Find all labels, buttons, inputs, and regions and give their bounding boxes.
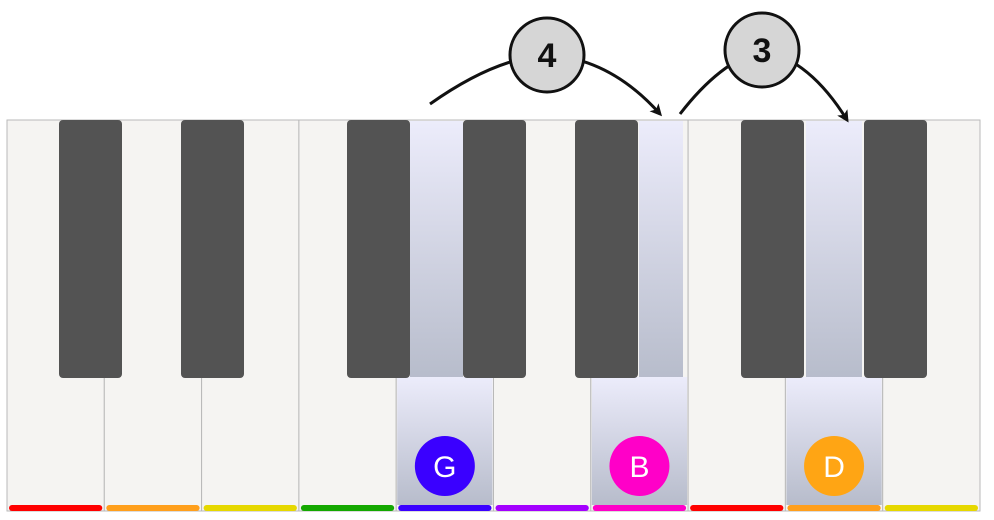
note-marker-d: [804, 436, 865, 496]
note-marker-g: [414, 436, 475, 496]
highlight-upper: [639, 121, 683, 379]
key-color-bar: [690, 505, 784, 511]
black-key: [741, 120, 804, 378]
black-key: [575, 120, 638, 378]
note-label: D: [823, 451, 845, 484]
key-color-bar: [300, 505, 395, 511]
key-color-bar: [592, 505, 687, 511]
black-key: [59, 120, 122, 378]
black-key: [463, 120, 526, 378]
key-color-bar: [398, 505, 492, 511]
key-color-bar: [495, 505, 589, 511]
interval-bubble: [723, 11, 801, 89]
note-label: G: [433, 451, 456, 484]
interval-label: 4: [538, 37, 557, 75]
black-keys: [59, 120, 927, 378]
interval-label: 3: [753, 32, 772, 70]
key-color-bar: [9, 505, 103, 511]
note-marker-b: [609, 436, 670, 496]
interval-bubble: [508, 16, 586, 94]
highlight-upper: [806, 121, 862, 379]
highlight-upper: [410, 121, 463, 379]
key-color-bar: [203, 505, 297, 511]
black-key: [181, 120, 244, 378]
black-key: [347, 120, 410, 378]
black-key: [864, 120, 927, 378]
note-label: B: [629, 451, 649, 484]
key-color-bar: [787, 505, 881, 511]
key-color-bar: [106, 505, 200, 511]
key-color-bar: [884, 505, 978, 511]
